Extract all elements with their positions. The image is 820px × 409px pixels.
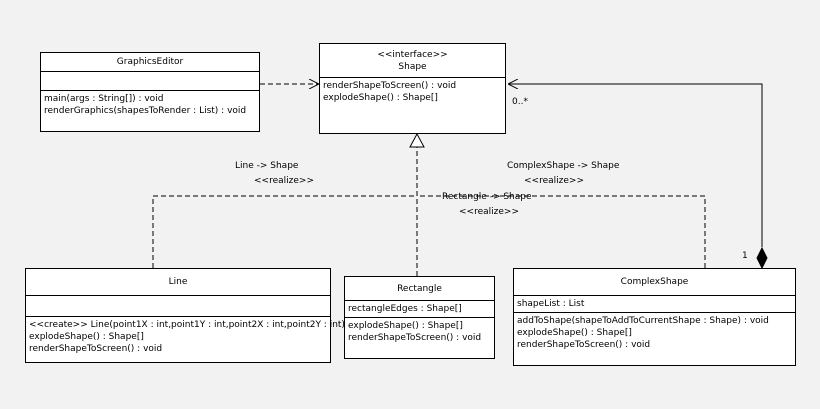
methods-section: renderShapeToScreen() : void explodeShap… bbox=[320, 77, 505, 106]
multiplicity-one: 1 bbox=[742, 251, 748, 261]
multiplicity-many: 0..* bbox=[512, 97, 528, 107]
class-name: Shape bbox=[398, 62, 427, 72]
methods-section: main(args : String[]) : void renderGraph… bbox=[41, 90, 259, 119]
class-shape[interactable]: <<interface>> Shape renderShapeToScreen(… bbox=[319, 43, 506, 134]
class-name: Rectangle bbox=[397, 284, 442, 294]
method: main(args : String[]) : void bbox=[44, 94, 164, 104]
method: renderShapeToScreen() : void bbox=[323, 81, 457, 91]
realize-line-line bbox=[152, 195, 417, 268]
method: renderShapeToScreen() : void bbox=[517, 340, 651, 350]
complex-realize-name-label: ComplexShape -> Shape bbox=[507, 161, 620, 171]
line-realize-name-label: Line -> Shape bbox=[235, 161, 299, 171]
realize-complex-line bbox=[417, 195, 706, 268]
rect-realize-name-label: Rectangle -> Shape bbox=[442, 192, 532, 202]
attributes-section: rectangleEdges : Shape[] bbox=[345, 300, 494, 317]
attributes-section bbox=[26, 295, 330, 316]
class-header: <<interface>> Shape bbox=[320, 44, 505, 77]
class-line[interactable]: Line <<create>> Line(point1X : int,point… bbox=[25, 268, 345, 363]
method: explodeShape() : Shape[] bbox=[323, 93, 438, 103]
composition-line bbox=[508, 84, 763, 247]
class-name: ComplexShape bbox=[620, 277, 689, 287]
attribute: shapeList : List bbox=[517, 299, 585, 309]
line-realize-stereotype-label: <<realize>> bbox=[254, 176, 314, 186]
attributes-section bbox=[41, 71, 259, 90]
composition-diamond bbox=[756, 246, 768, 270]
stereotype: <<interface>> bbox=[377, 50, 448, 60]
method: addToShape(shapeToAddToCurrentShape : Sh… bbox=[517, 316, 769, 326]
method: explodeShape() : Shape[] bbox=[29, 332, 144, 342]
method: renderShapeToScreen() : void bbox=[348, 333, 482, 343]
class-name: Line bbox=[168, 277, 188, 287]
method: renderGraphics(shapesToRender : List) : … bbox=[44, 106, 247, 116]
class-rectangle[interactable]: Rectangle rectangleEdges : Shape[] explo… bbox=[344, 276, 495, 359]
method: explodeShape() : Shape[] bbox=[517, 328, 632, 338]
attributes-section: shapeList : List bbox=[514, 295, 795, 312]
methods-section: addToShape(shapeToAddToCurrentShape : Sh… bbox=[514, 312, 795, 353]
class-graphics-editor[interactable]: GraphicsEditor main(args : String[]) : v… bbox=[40, 52, 260, 132]
rect-realize-stereotype-label: <<realize>> bbox=[459, 207, 519, 217]
methods-section: explodeShape() : Shape[] renderShapeToSc… bbox=[345, 317, 494, 346]
realization-triangle bbox=[409, 132, 425, 148]
attribute: rectangleEdges : Shape[] bbox=[348, 304, 462, 314]
methods-section: <<create>> Line(point1X : int,point1Y : … bbox=[26, 316, 345, 357]
method: explodeShape() : Shape[] bbox=[348, 321, 463, 331]
class-name: GraphicsEditor bbox=[116, 57, 184, 67]
complex-realize-stereotype-label: <<realize>> bbox=[524, 176, 584, 186]
method: renderShapeToScreen() : void bbox=[29, 344, 163, 354]
method: <<create>> Line(point1X : int,point1Y : … bbox=[29, 320, 345, 330]
class-complex-shape[interactable]: ComplexShape shapeList : List addToShape… bbox=[513, 268, 796, 366]
